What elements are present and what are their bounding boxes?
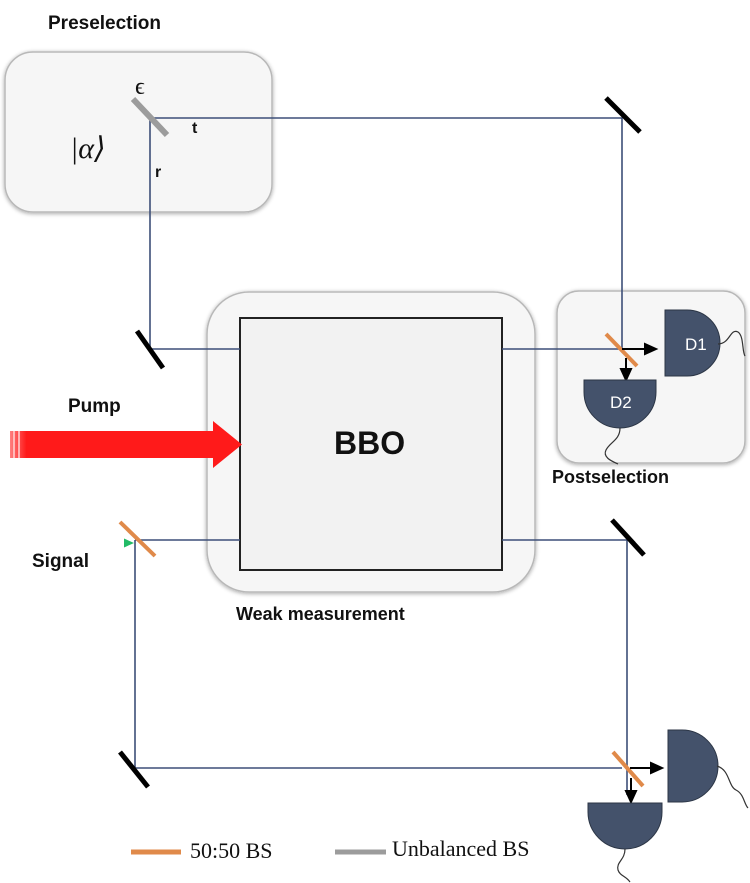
postselection-region: [556, 290, 746, 464]
detector-bottom-1: [667, 729, 749, 809]
r-label: r: [155, 164, 161, 181]
bs-5050-bottom: [611, 750, 645, 788]
bs-5050-signal: [118, 520, 157, 558]
detector-d2: D2: [583, 379, 657, 465]
pump-beam: [10, 421, 242, 468]
epsilon-label: ϵ: [135, 74, 145, 100]
detector-bottom-2: [587, 802, 663, 883]
arrow-to-bottom-detector-1-icon: [650, 761, 665, 775]
bbo-crystal: [239, 317, 503, 571]
bbo-label: BBO: [334, 425, 405, 461]
bs-5050-postselection: [604, 332, 639, 368]
legend-unbalanced-label: Unbalanced BS: [392, 836, 529, 861]
legend: 50:50 BS Unbalanced BS: [131, 836, 529, 863]
legend-5050-label: 50:50 BS: [190, 838, 273, 863]
t-label: t: [192, 120, 198, 137]
pump-arrow-head-icon: [213, 421, 242, 468]
detector-d1: D1: [664, 309, 746, 377]
arrow-to-d1-icon: [644, 342, 659, 356]
preselection-label: Preselection: [48, 13, 161, 34]
detector-bottom-2-icon: [587, 802, 663, 850]
detector-d2-icon: [583, 379, 657, 429]
postselection-label: Postselection: [552, 467, 669, 487]
d1-label: D1: [685, 335, 707, 354]
d2-label: D2: [610, 393, 632, 412]
ket-alpha-label: |α⟩: [70, 132, 106, 165]
signal-label: Signal: [32, 551, 89, 572]
arrow-to-d2-icon: [619, 368, 633, 383]
pump-beam-body: [10, 431, 215, 458]
arrow-to-bottom-detector-2-icon: [624, 790, 638, 805]
mirror-lower-right: [610, 518, 646, 557]
detector-bottom-1-icon: [667, 729, 719, 803]
mirror-top-right: [604, 96, 642, 134]
unbalanced-beam-splitter: [130, 96, 170, 138]
detector-d1-icon: [664, 309, 721, 377]
mirror-bottom-left: [118, 750, 150, 789]
transmitted-beam-path: [150, 117, 623, 350]
mirror-mid-left: [134, 329, 166, 370]
weak-measurement-label: Weak measurement: [236, 604, 405, 624]
preselection-region: [4, 51, 273, 213]
pump-label: Pump: [68, 396, 121, 417]
detector-arrows: [619, 342, 665, 805]
signal-arrow-head-icon: [124, 538, 134, 548]
